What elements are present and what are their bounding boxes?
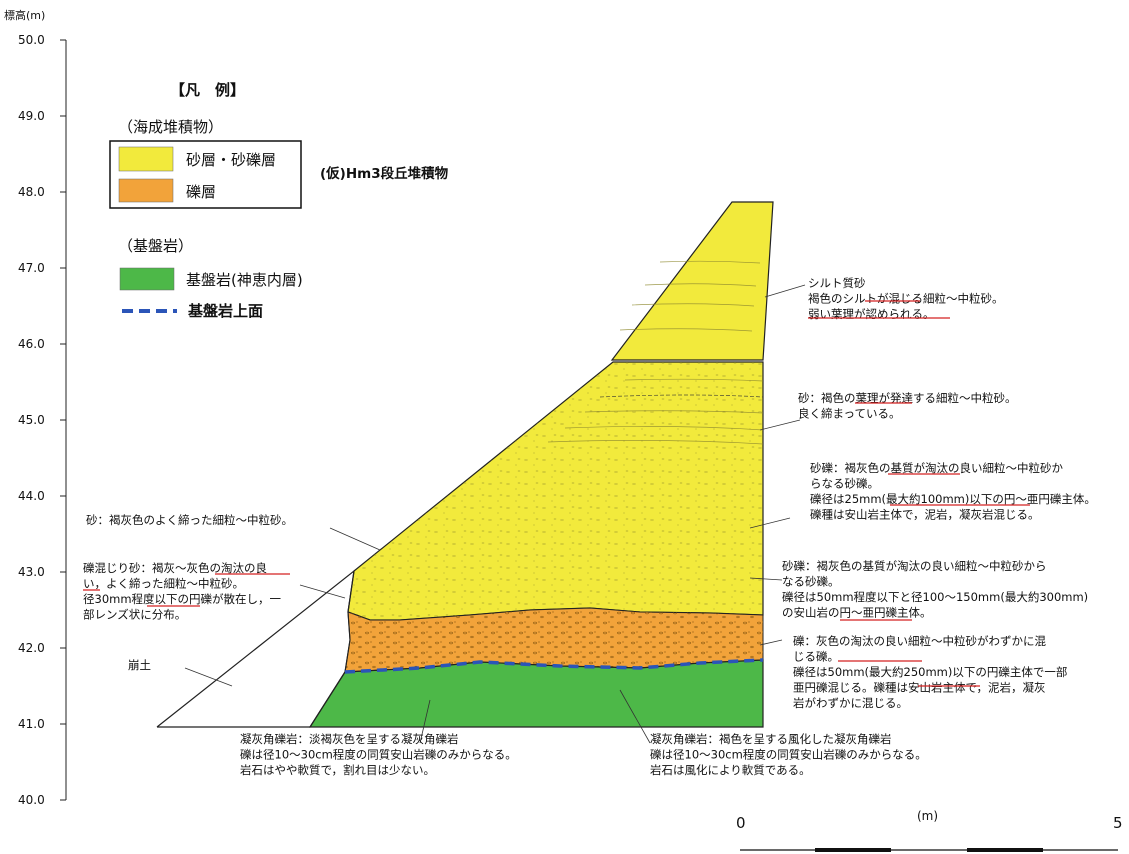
note-line: 礫混じり砂：褐灰～灰色の淘汰の良 bbox=[83, 561, 267, 575]
legend-group-bedrock: （基盤岩） bbox=[118, 237, 193, 255]
note-line: じる礫。 bbox=[793, 650, 839, 664]
note-tuff-breccia-left: 凝灰角礫岩：淡褐灰色を呈する凝灰角礫岩礫は径10～30cm程度の同質安山岩礫のみ… bbox=[240, 732, 517, 777]
legend-swatch-gravel bbox=[118, 178, 174, 203]
axis-label: 標高(m) bbox=[4, 8, 45, 22]
note-sandy-gravel-upper: 砂礫：褐灰色の基質が淘汰の良い細粒～中粒砂からなる砂礫。礫径は25mm(最大約1… bbox=[810, 461, 1096, 522]
note-sand-laminated: 砂：褐色の葉理が発達する細粒～中粒砂。良く締まっている。 bbox=[798, 391, 1017, 421]
note-line: の安山岩の円～亜円礫主体。 bbox=[782, 606, 932, 620]
note-line: い，よく締った細粒～中粒砂。 bbox=[83, 577, 244, 591]
scale-end: 5 bbox=[1113, 814, 1123, 832]
note-tuff-breccia-right: 凝灰角礫岩：褐色を呈する風化した凝灰角礫岩礫は径10～30cm程度の同質安山岩礫… bbox=[650, 732, 927, 777]
note-gravelly-sand: 礫混じり砂：褐灰～灰色の淘汰の良い，よく締った細粒～中粒砂。径30mm程度以下の… bbox=[83, 561, 282, 622]
annotations: シルト質砂褐色のシルトが混じる細粒～中粒砂。弱い葉理が認められる。 砂：褐色の葉… bbox=[83, 276, 1096, 777]
scale-bar: 0 (m) 5 bbox=[736, 809, 1123, 852]
axis-tick-label: 44.0 bbox=[18, 489, 45, 503]
axis-tick-label: 49.0 bbox=[18, 109, 45, 123]
note-line: 岩石はやや軟質で，割れ目は少ない。 bbox=[240, 763, 435, 777]
note-line: 礫は径10～30cm程度の同質安山岩礫のみからなる。 bbox=[240, 748, 517, 762]
highlight-underlines bbox=[83, 300, 1030, 687]
legend-bedrock-surface-label: 基盤岩上面 bbox=[187, 302, 263, 320]
note-line: なる砂礫。 bbox=[782, 575, 840, 589]
note-silty-sand: シルト質砂褐色のシルトが混じる細粒～中粒砂。弱い葉理が認められる。 bbox=[808, 276, 1004, 321]
note-line: シルト質砂 bbox=[808, 276, 866, 290]
note-line: 崩土 bbox=[128, 658, 151, 672]
note-sandy-gravel-lower: 砂礫：褐灰色の基質が淘汰の良い細粒～中粒砂からなる砂礫。礫径は50mm程度以下と… bbox=[782, 559, 1088, 620]
legend-title: 【凡 例】 bbox=[170, 81, 245, 99]
note-line: 部レンズ状に分布。 bbox=[83, 608, 186, 622]
silty-sand-unit bbox=[610, 201, 774, 361]
note-line: 亜円礫混じる。礫種は安山岩主体で，泥岩，凝灰 bbox=[793, 681, 1046, 695]
axis-tick-label: 48.0 bbox=[18, 185, 45, 199]
legend-swatch-sand bbox=[118, 146, 174, 172]
note-line: 岩がわずかに混じる。 bbox=[793, 696, 908, 710]
note-sand-left: 砂：褐灰色のよく締った細粒～中粒砂。 bbox=[86, 513, 293, 527]
legend-swatch-bedrock bbox=[119, 267, 175, 291]
note-line: 礫種は安山岩主体で，泥岩，凝灰岩混じる。 bbox=[810, 508, 1040, 522]
note-line: 砂礫：褐灰色の基質が淘汰の良い細粒～中粒砂か bbox=[810, 461, 1063, 475]
note-gravel: 礫：灰色の淘汰の良い細粒～中粒砂がわずかに混じる礫。礫径は50mm(最大約250… bbox=[793, 634, 1067, 710]
note-line: 径30mm程度以下の円礫が散在し，一 bbox=[83, 592, 282, 606]
axis-tick-label: 42.0 bbox=[18, 641, 45, 655]
scale-unit: (m) bbox=[917, 809, 938, 823]
note-line: 良く締まっている。 bbox=[798, 407, 900, 421]
axis-tick-label: 46.0 bbox=[18, 337, 45, 351]
note-line: 凝灰角礫岩：褐色を呈する風化した凝灰角礫岩 bbox=[650, 732, 892, 746]
note-colluvium: 崩土 bbox=[128, 658, 151, 672]
legend-gravel-label: 礫層 bbox=[186, 183, 216, 201]
section-body bbox=[156, 201, 774, 728]
axis-tick-label: 40.0 bbox=[18, 793, 45, 807]
note-line: 砂：褐色の葉理が発達する細粒～中粒砂。 bbox=[798, 391, 1017, 405]
axis-tick-label: 50.0 bbox=[18, 33, 45, 47]
legend-marine-box bbox=[109, 140, 302, 209]
legend-bedrock-label: 基盤岩(神恵内層) bbox=[186, 271, 303, 289]
axis-tick-label: 41.0 bbox=[18, 717, 45, 731]
elevation-axis: 標高(m) 50.0 49.0 48.0 47.0 46.0 45.0 44.0 43.0 42… bbox=[4, 8, 67, 807]
note-line: 礫は径10～30cm程度の同質安山岩礫のみからなる。 bbox=[650, 748, 927, 762]
note-line: 礫径は50mm程度以下と径100～150mm(最大約300mm) bbox=[782, 590, 1088, 604]
note-line: 礫径は25mm(最大約100mm)以下の円～亜円礫主体。 bbox=[810, 492, 1096, 506]
note-line: 礫径は50mm(最大約250mm)以下の円礫主体で一部 bbox=[793, 665, 1067, 679]
note-line: 砂礫：褐灰色の基質が淘汰の良い細粒～中粒砂から bbox=[782, 559, 1047, 573]
axis-tick-label: 45.0 bbox=[18, 413, 45, 427]
legend-group-marine: （海成堆積物） bbox=[118, 118, 223, 136]
legend-sand-label: 砂層・砂礫層 bbox=[186, 151, 276, 169]
scale-start: 0 bbox=[736, 814, 746, 832]
bedrock-surface-line bbox=[344, 658, 764, 674]
axis-tick-label: 47.0 bbox=[18, 261, 45, 275]
axis-tick-label: 43.0 bbox=[18, 565, 45, 579]
note-line: 弱い葉理が認められる。 bbox=[808, 307, 935, 321]
note-line: らなる砂礫。 bbox=[810, 477, 879, 491]
note-line: 凝灰角礫岩：淡褐灰色を呈する凝灰角礫岩 bbox=[240, 732, 459, 746]
leader-lines bbox=[184, 284, 806, 744]
note-line: 礫：灰色の淘汰の良い細粒～中粒砂がわずかに混 bbox=[793, 634, 1046, 648]
note-line: 砂：褐灰色のよく締った細粒～中粒砂。 bbox=[86, 513, 293, 527]
legend: 【凡 例】 （海成堆積物） 砂層・砂礫層 礫層 (仮)Hm3段丘堆積物 （基盤岩… bbox=[109, 81, 449, 320]
colluvium-outline bbox=[156, 569, 355, 728]
note-line: 褐色のシルトが混じる細粒～中粒砂。 bbox=[808, 292, 1004, 306]
note-line: 岩石は風化により軟質である。 bbox=[650, 763, 811, 777]
terrace-deposit-label: (仮)Hm3段丘堆積物 bbox=[320, 165, 449, 182]
